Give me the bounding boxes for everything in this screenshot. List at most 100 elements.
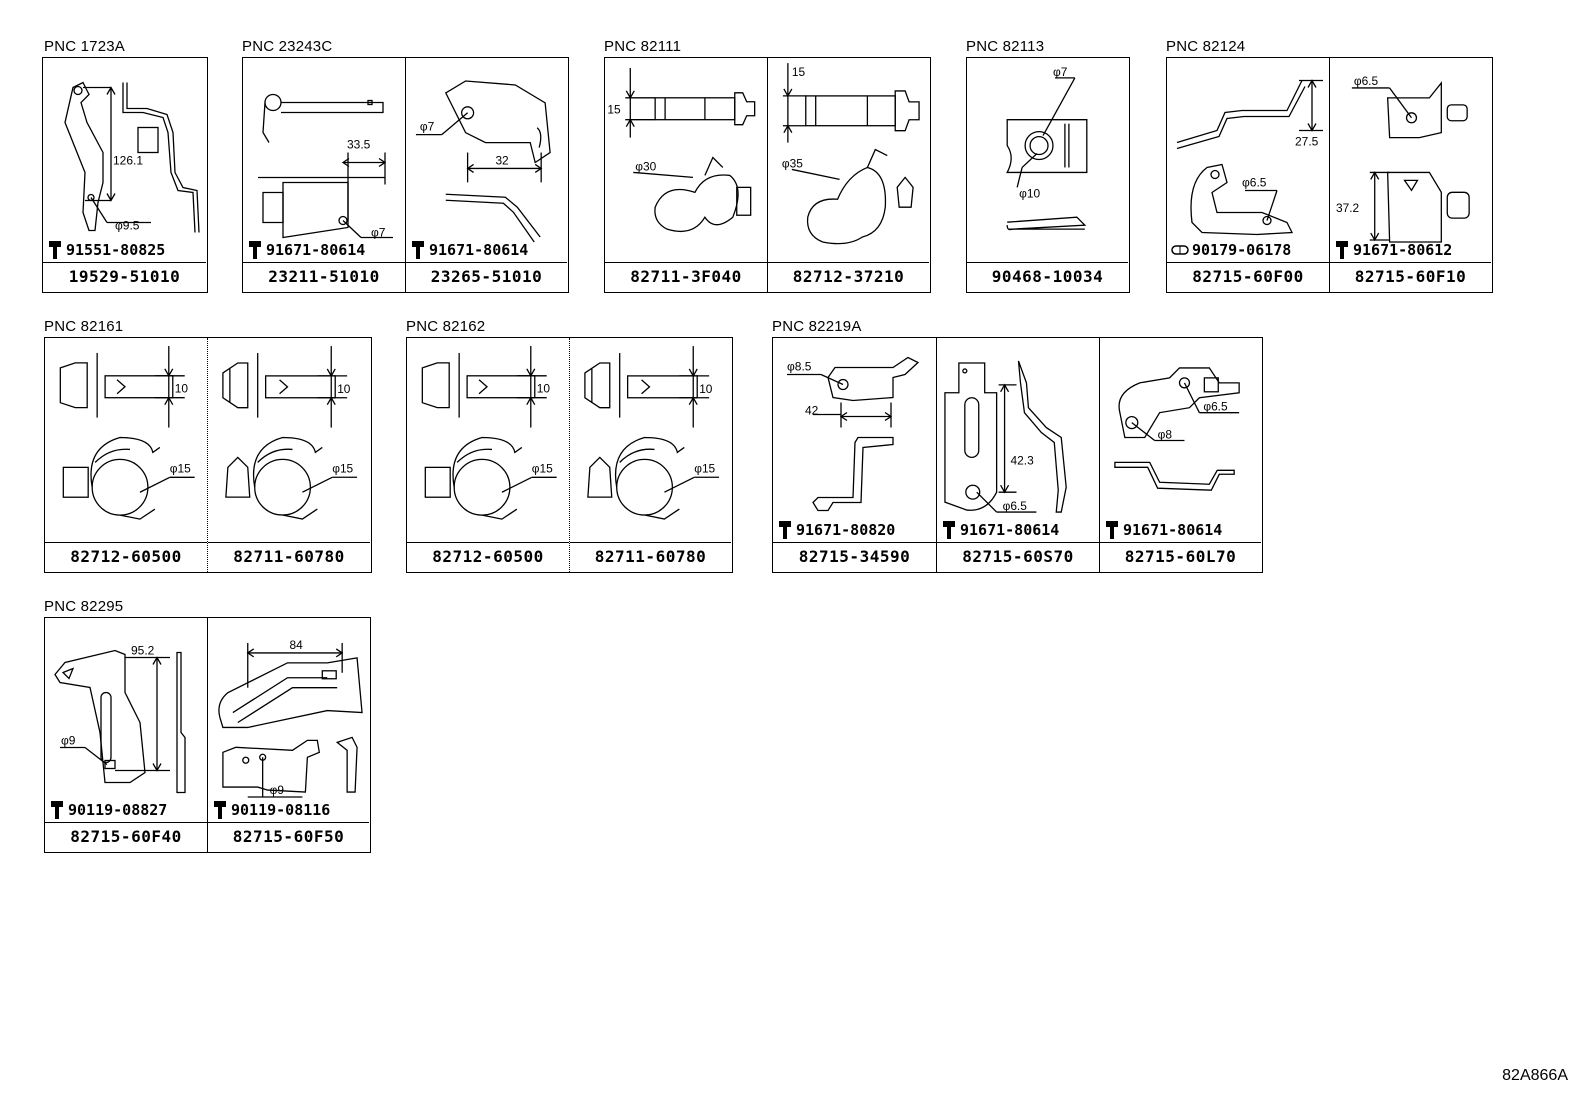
part-number[interactable]: 82712-37210 — [768, 262, 929, 292]
bolt-icon — [943, 521, 955, 539]
part-cell[interactable]: 84 φ9 90119-08116 82715-60F50 — [207, 618, 369, 852]
bolt: 91671-80612 — [1334, 240, 1452, 260]
dimension-label: 10 — [699, 382, 713, 396]
pnc-label: PNC 82162 — [406, 318, 486, 335]
dimension-label: 126.1 — [113, 154, 143, 168]
part-number[interactable]: 23265-51010 — [406, 262, 567, 292]
bolt: 91671-80614 — [247, 240, 365, 260]
part-cell[interactable]: 15 φ30 82711-3F040 — [605, 58, 767, 292]
dimension-label: 37.2 — [1336, 201, 1360, 215]
part-cell[interactable]: 10 φ15 82711-60780 — [569, 338, 731, 572]
part-cell[interactable]: 33.5 φ7 91671-80614 23211-51010 — [243, 58, 405, 292]
part-number[interactable]: 82711-60780 — [208, 542, 370, 572]
dimension-label: φ7 — [420, 120, 435, 134]
bolt-icon — [214, 801, 226, 819]
dimension-label: φ7 — [1053, 65, 1068, 79]
part-panel: 15 φ30 82711-3F040 15 — [604, 57, 931, 293]
dimension-label: 15 — [607, 103, 621, 117]
part-number[interactable]: 82715-60F50 — [208, 822, 369, 852]
bolt-icon — [412, 241, 424, 259]
part-number[interactable]: 82711-3F040 — [605, 262, 767, 292]
part-cell[interactable]: φ7 φ10 90468-10034 — [967, 58, 1128, 292]
bolt: 90119-08827 — [49, 800, 167, 820]
bolt-icon — [49, 241, 61, 259]
bolt: 91551-80825 — [47, 240, 165, 260]
part-number[interactable]: 82715-60S70 — [937, 542, 1099, 572]
part-cell[interactable]: 126.1 φ9.5 91551-80825 19529-51010 — [43, 58, 206, 292]
part-panel: 10 φ15 82712-60500 — [406, 337, 733, 573]
part-number[interactable]: 82711-60780 — [570, 542, 731, 572]
pnc-label: PNC 82111 — [604, 38, 682, 55]
dimension-label: φ9 — [61, 734, 76, 748]
bolt-part-number: 90179-06178 — [1192, 241, 1292, 259]
part-panel: 126.1 φ9.5 91551-80825 19529-51010 — [42, 57, 208, 293]
part-cell[interactable]: φ7 32 91671-80614 23265-51010 — [405, 58, 567, 292]
part-number[interactable]: 82715-60F10 — [1330, 262, 1491, 292]
part-number[interactable]: 23211-51010 — [243, 262, 405, 292]
bolt-part-number: 91671-80614 — [960, 521, 1060, 539]
bolt-part-number: 91671-80614 — [429, 241, 529, 259]
bolt-icon — [249, 241, 261, 259]
bolt-part-number: 90119-08116 — [231, 801, 331, 819]
part-number[interactable]: 82715-34590 — [773, 542, 936, 572]
part-cell[interactable]: 10 φ15 82712-60500 — [45, 338, 207, 572]
part-number[interactable]: 82715-60L70 — [1100, 542, 1261, 572]
pnc-label: PNC 82124 — [1166, 38, 1246, 55]
part-drawing: 10 φ15 — [208, 338, 370, 542]
dimension-label: φ15 — [694, 461, 715, 475]
part-number[interactable]: 82712-60500 — [45, 542, 207, 572]
bolt: 91671-80614 — [941, 520, 1059, 540]
part-cell[interactable]: 27.5 φ6.5 90179-06178 82715-60F00 — [1167, 58, 1329, 292]
part-drawing: φ7 32 — [406, 58, 567, 262]
part-panel: 95.2 φ9 90119-08827 82715-60F40 — [44, 617, 371, 853]
pnc-label: PNC 82219A — [772, 318, 862, 335]
part-drawing: 10 φ15 — [45, 338, 207, 542]
bolt: 90119-08116 — [212, 800, 330, 820]
dimension-label: 15 — [792, 65, 806, 79]
part-number[interactable]: 82712-60500 — [407, 542, 569, 572]
part-drawing: 84 φ9 — [208, 618, 369, 822]
dimension-label: φ10 — [1019, 186, 1040, 200]
bolt: 91671-80614 — [1104, 520, 1222, 540]
dimension-label: 10 — [337, 382, 351, 396]
dimension-label: φ8 — [1158, 428, 1173, 442]
part-cell[interactable]: 15 φ35 82712-37210 — [767, 58, 929, 292]
part-drawing: φ6.5 φ8 — [1100, 338, 1261, 542]
part-drawing: 42.3 φ6.5 — [937, 338, 1099, 542]
dimension-label: 95.2 — [131, 644, 155, 658]
pnc-label: PNC 23243C — [242, 38, 333, 55]
part-cell[interactable]: φ6.5 37.2 91671-80612 82715-60F10 — [1329, 58, 1491, 292]
part-number[interactable]: 90468-10034 — [967, 262, 1128, 292]
part-drawing: φ6.5 37.2 — [1330, 58, 1491, 262]
dimension-label: φ6.5 — [1203, 400, 1228, 414]
bolt-part-number: 91551-80825 — [66, 241, 166, 259]
dimension-label: φ6.5 — [1242, 176, 1267, 190]
part-number[interactable]: 19529-51010 — [43, 262, 206, 292]
dimension-label: φ9.5 — [115, 219, 140, 233]
dimension-label: 10 — [175, 382, 189, 396]
part-number[interactable]: 82715-60F00 — [1167, 262, 1329, 292]
part-cell[interactable]: 42.3 φ6.5 91671-80614 82715-60S70 — [936, 338, 1099, 572]
part-drawing: 10 φ15 — [570, 338, 731, 542]
part-cell[interactable]: φ6.5 φ8 91671-80614 82715-60L70 — [1099, 338, 1261, 572]
part-cell[interactable]: 95.2 φ9 90119-08827 82715-60F40 — [45, 618, 207, 852]
dimension-label: 84 — [289, 638, 303, 652]
pnc-label: PNC 82113 — [966, 38, 1045, 55]
part-number[interactable]: 82715-60F40 — [45, 822, 207, 852]
bolt: 91671-80820 — [777, 520, 895, 540]
part-drawing: 15 φ35 — [768, 58, 929, 262]
bolt-icon — [779, 521, 791, 539]
part-cell[interactable]: 10 φ15 82711-60780 — [207, 338, 370, 572]
part-panel: 27.5 φ6.5 90179-06178 82715-60F00 — [1166, 57, 1493, 293]
bolt-part-number: 91671-80612 — [1353, 241, 1453, 259]
part-drawing: 27.5 φ6.5 — [1167, 58, 1329, 262]
part-cell[interactable]: φ8.5 42 91671-80820 82715-34590 — [773, 338, 936, 572]
bolt: 91671-80614 — [410, 240, 528, 260]
dimension-label: φ6.5 — [1003, 499, 1028, 513]
part-cell[interactable]: 10 φ15 82712-60500 — [407, 338, 569, 572]
bolt-part-number: 91671-80820 — [796, 521, 896, 539]
dimension-label: φ35 — [782, 156, 803, 170]
pnc-label: PNC 1723A — [44, 38, 126, 55]
bolt-part-number: 91671-80614 — [266, 241, 366, 259]
dimension-label: φ15 — [532, 461, 553, 475]
